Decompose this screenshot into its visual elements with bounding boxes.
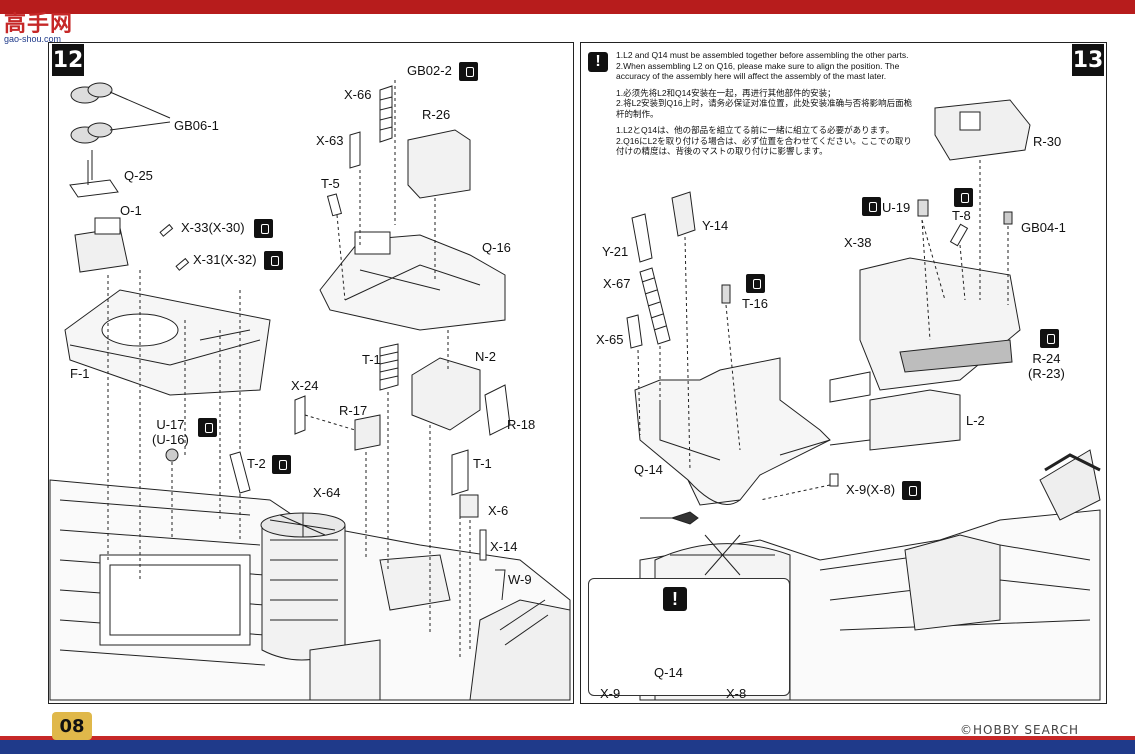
label-t-8: T-8	[952, 208, 971, 223]
exclamation-icon: !	[663, 587, 687, 611]
paint-chip-icon	[862, 197, 881, 216]
label-x-64: X-64	[313, 485, 341, 500]
note-en-1: 1.L2 and Q14 must be assembled together …	[616, 50, 909, 60]
label-f-1: F-1	[70, 366, 90, 381]
note-ja-1: 1.L2とQ14は、他の部品を組立てる前に一緒に組立てる必要があります。	[616, 125, 895, 135]
paint-chip-icon	[254, 219, 273, 238]
label-x-31: X-31(X-32)	[193, 252, 257, 267]
label-r-24: R-24 (R-23)	[1028, 351, 1065, 381]
paint-chip-icon	[1040, 329, 1059, 348]
page-number: 08	[52, 712, 92, 740]
note-en-2: 2.When assembling L2 on Q16, please make…	[616, 60, 900, 82]
watermark: 高手网 gao-shou.com	[4, 6, 73, 44]
note-zh-2: 2.将L2安装到Q16上时，请务必保证对准位置，此处安装准确与否将影响后面桅杆的…	[616, 98, 913, 119]
inset-label-x-8: X-8	[726, 686, 747, 701]
label-u-19: U-19	[882, 200, 911, 215]
label-q-25: Q-25	[124, 168, 153, 183]
label-y-14: Y-14	[702, 218, 729, 233]
label-x-9-x-8: X-9(X-8)	[846, 482, 896, 497]
bottom-color-bar	[0, 740, 1135, 754]
label-x-63: X-63	[316, 133, 344, 148]
paint-chip-icon	[272, 455, 291, 474]
label-u-17-main: U-17	[156, 417, 185, 432]
exclamation-icon: !	[588, 52, 608, 72]
label-u-17: U-17 (U-16)	[152, 417, 189, 447]
label-x-6: X-6	[488, 503, 509, 518]
label-t-16: T-16	[742, 296, 769, 311]
watermark-url: gao-shou.com	[4, 34, 62, 44]
label-w-9: W-9	[508, 572, 532, 587]
assembly-notes: ! 1.L2 and Q14 must be assembled togethe…	[588, 50, 918, 157]
paint-chip-icon	[954, 188, 973, 207]
label-gb02-2: GB02-2	[407, 63, 452, 78]
paint-chip-icon	[459, 62, 478, 81]
label-t-5: T-5	[321, 176, 340, 191]
label-gb04-1: GB04-1	[1021, 220, 1066, 235]
label-x-66: X-66	[344, 87, 372, 102]
paint-chip-icon	[198, 418, 217, 437]
label-x-14: X-14	[490, 539, 518, 554]
detail-inset: !	[588, 578, 790, 696]
label-r-30: R-30	[1033, 134, 1062, 149]
label-x-33: X-33(X-30)	[181, 220, 245, 235]
inset-label-q-14: Q-14	[654, 665, 683, 680]
inset-label-x-9: X-9	[600, 686, 621, 701]
label-t-2: T-2	[247, 456, 266, 471]
label-gb06-1: GB06-1	[174, 118, 219, 133]
paint-chip-icon	[902, 481, 921, 500]
label-q-14: Q-14	[634, 462, 663, 477]
label-r-23-alt: (R-23)	[1028, 366, 1065, 381]
bottom-red-line	[0, 736, 1135, 740]
label-r-17: R-17	[339, 403, 368, 418]
watermark-logo: 高手网	[4, 12, 74, 37]
paint-chip-icon	[264, 251, 283, 270]
label-t-1-upper: T-1	[362, 352, 381, 367]
top-color-bar	[0, 0, 1135, 14]
step-number-12: 12	[52, 44, 84, 76]
label-r-26: R-26	[422, 107, 451, 122]
label-r-18: R-18	[507, 417, 536, 432]
note-ja-2: 2.Q16にL2を取り付ける場合は、必ず位置を合わせてください。ここでの取り付け…	[616, 135, 912, 157]
label-q-16: Q-16	[482, 240, 511, 255]
label-x-67: X-67	[603, 276, 631, 291]
label-r-24-main: R-24	[1032, 351, 1061, 366]
label-t-1-lower: T-1	[473, 456, 492, 471]
label-n-2: N-2	[475, 349, 496, 364]
paint-chip-icon	[746, 274, 765, 293]
label-x-38: X-38	[844, 235, 872, 250]
label-x-24: X-24	[291, 378, 319, 393]
brand-watermark: ©HOBBY SEARCH	[960, 723, 1079, 737]
step-number-13: 13	[1072, 44, 1104, 76]
label-x-65: X-65	[596, 332, 624, 347]
label-u-16-alt: (U-16)	[152, 432, 189, 447]
label-l-2: L-2	[966, 413, 985, 428]
note-zh-1: 1.必须先将L2和Q14安装在一起，再进行其他部件的安装；	[616, 87, 836, 98]
label-y-21: Y-21	[602, 244, 629, 259]
label-o-1: O-1	[120, 203, 142, 218]
